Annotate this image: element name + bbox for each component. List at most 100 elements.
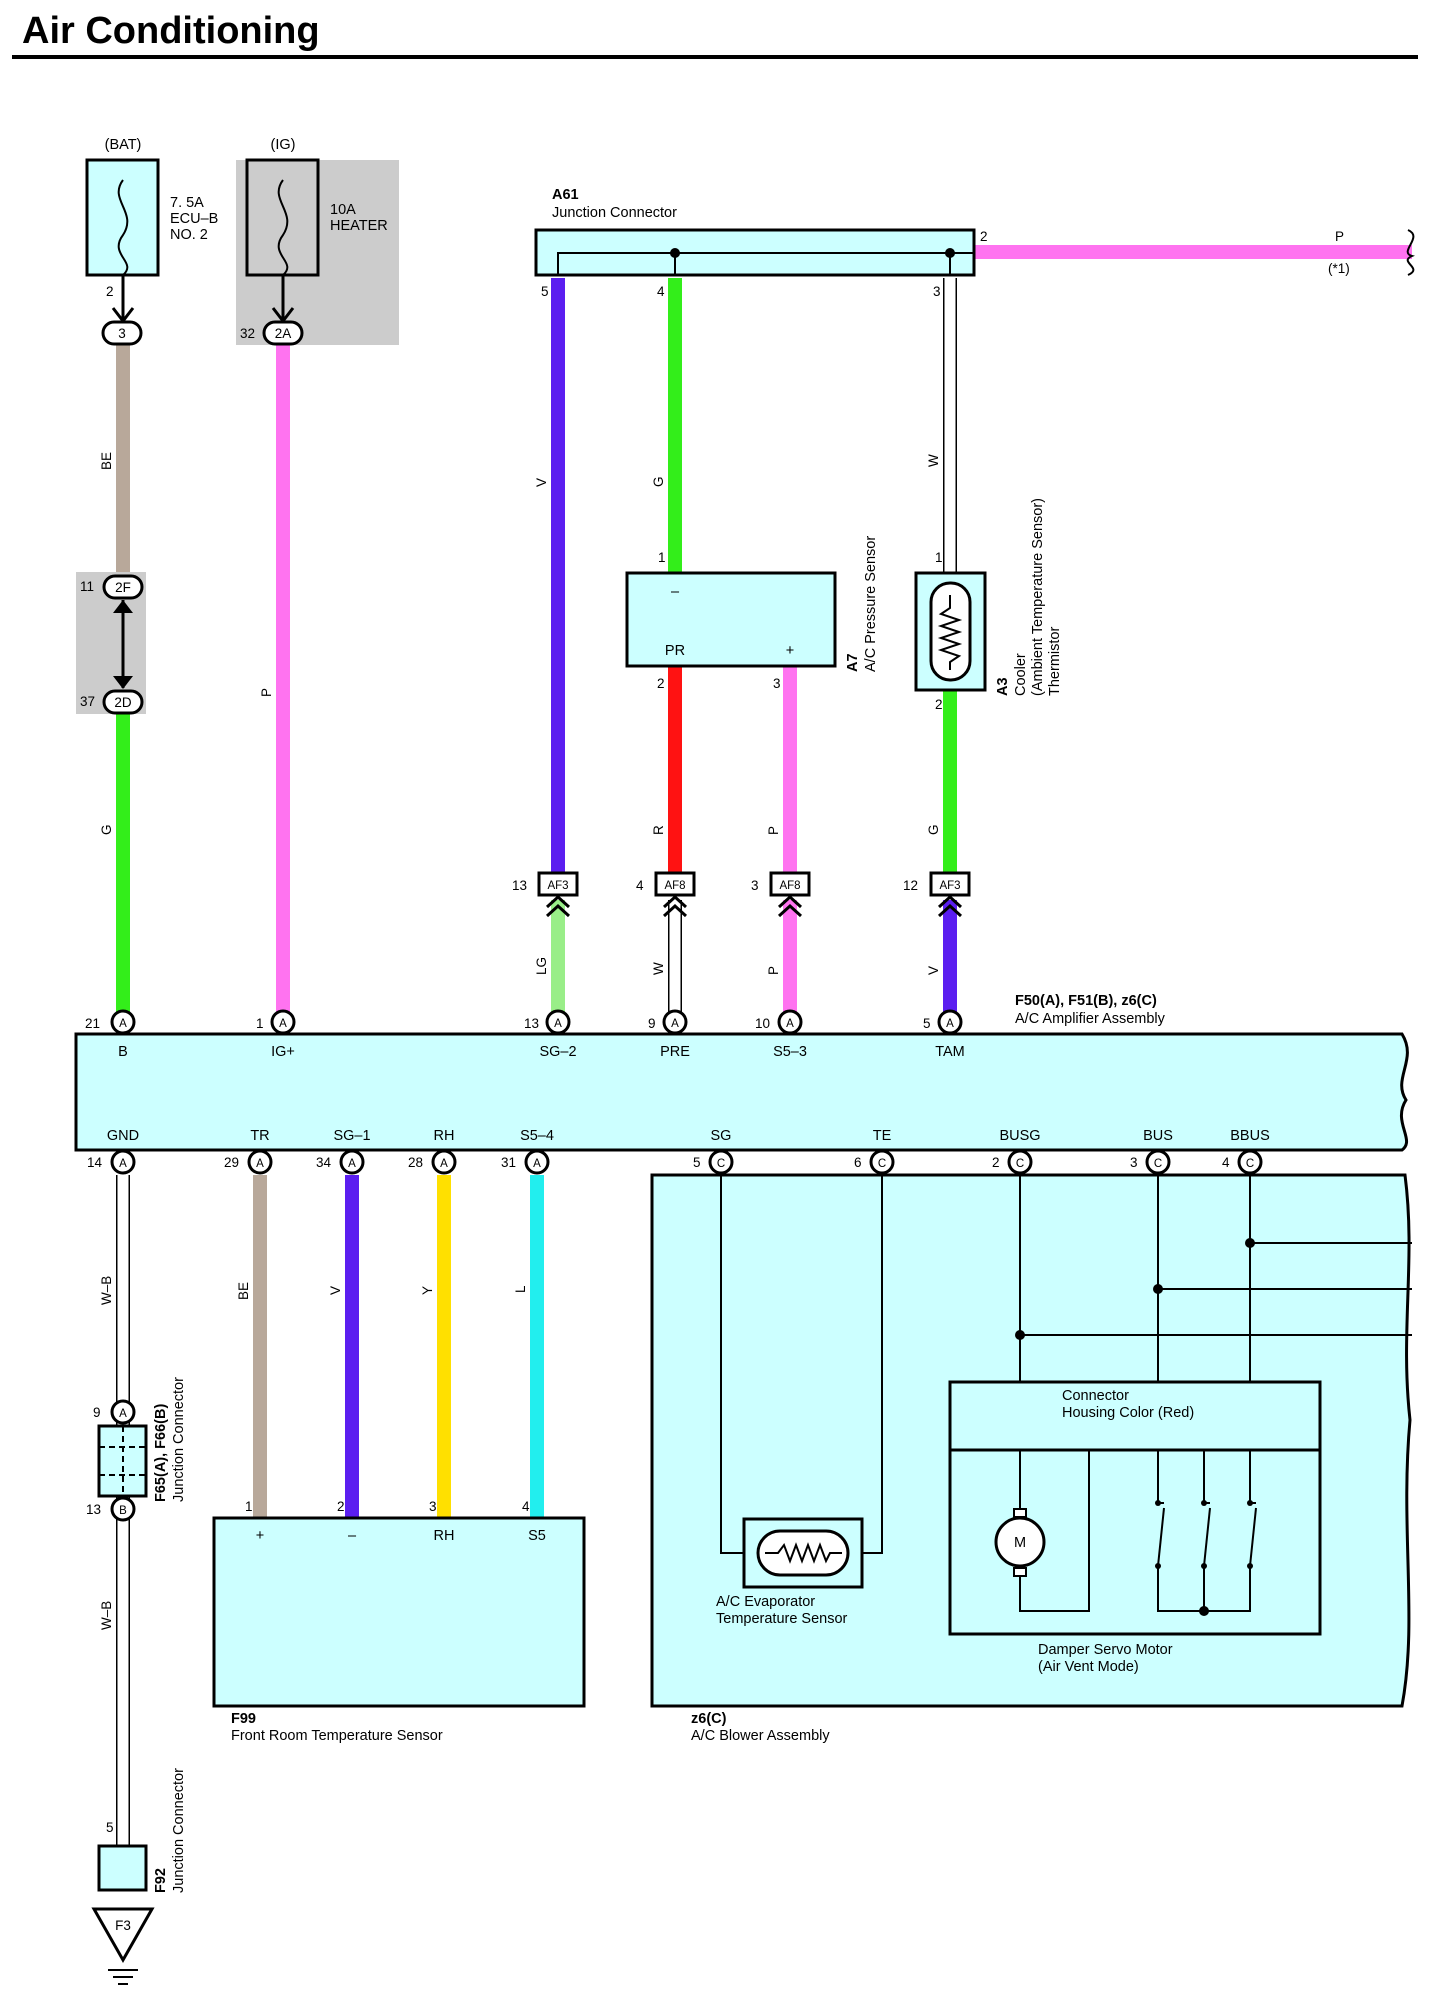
wire-color-label: W bbox=[926, 454, 941, 467]
evaporator-label-2: Temperature Sensor bbox=[716, 1611, 848, 1627]
wire-break-icon bbox=[1406, 229, 1415, 276]
wire-color-label: L bbox=[513, 1285, 528, 1293]
terminal-conn: A bbox=[554, 1018, 562, 1030]
terminal-conn: A bbox=[119, 1158, 127, 1170]
ground-triangle-icon bbox=[91, 1907, 155, 1964]
terminal-conn: C bbox=[1154, 1158, 1162, 1170]
pressure-sensor-pin: 3 bbox=[773, 676, 781, 691]
terminal-conn: C bbox=[717, 1158, 725, 1170]
inline-connector: 4 AF8 bbox=[636, 871, 696, 918]
terminal-pin: 29 bbox=[224, 1155, 239, 1170]
a61-splice-dot bbox=[945, 248, 955, 258]
a61-bus bbox=[557, 252, 974, 275]
f65-pin-b: 13 bbox=[86, 1502, 101, 1517]
wire-color-label: W–B bbox=[99, 1276, 114, 1305]
terminal-label: BBUS bbox=[1230, 1128, 1270, 1144]
terminal: 21 A B bbox=[85, 1009, 136, 1060]
wire-color-label: G bbox=[926, 824, 941, 835]
motor-symbol: M bbox=[1014, 1535, 1026, 1551]
room-sensor-code: F99 bbox=[231, 1711, 256, 1727]
room-sensor-pin: 3 bbox=[429, 1499, 437, 1514]
switch-contact-dot bbox=[1155, 1500, 1161, 1506]
motor-shaft-bottom bbox=[1013, 1567, 1027, 1577]
terminal-pin: 1 bbox=[256, 1016, 264, 1031]
wire-color-label: G bbox=[651, 476, 666, 487]
servo-label-1: Damper Servo Motor bbox=[1038, 1642, 1173, 1658]
wire-color-label: G bbox=[99, 824, 114, 835]
switch-contact-dot bbox=[1155, 1563, 1161, 1569]
pressure-sensor-pin: 1 bbox=[658, 550, 666, 565]
terminal-conn: A bbox=[440, 1158, 448, 1170]
terminal-label: BUS bbox=[1143, 1128, 1173, 1144]
ig-fuse-pin: 32 bbox=[240, 326, 255, 341]
pressure-sensor-box bbox=[625, 571, 837, 668]
terminal-pin: 5 bbox=[923, 1016, 931, 1031]
terminal-pin: 10 bbox=[755, 1016, 770, 1031]
wire-color-label: LG bbox=[534, 957, 549, 975]
a61-pin: 5 bbox=[541, 284, 549, 299]
wire-color-label: V bbox=[534, 478, 549, 487]
room-sensor-terminal: S5 bbox=[528, 1528, 546, 1544]
terminal: BBUS 4 C bbox=[1222, 1128, 1270, 1175]
ground-label: F3 bbox=[115, 1918, 131, 1933]
switch-contact-dot bbox=[1247, 1500, 1253, 1506]
ig-fuse-icon bbox=[277, 179, 289, 276]
f92-junction-box bbox=[97, 1844, 148, 1892]
inline-connector-code: AF8 bbox=[664, 880, 685, 892]
terminal-conn: A bbox=[348, 1158, 356, 1170]
terminal-pin: 34 bbox=[316, 1155, 332, 1170]
blower-name: A/C Blower Assembly bbox=[691, 1728, 830, 1744]
thermistor-code: A3 bbox=[995, 677, 1011, 696]
page-title: Air Conditioning bbox=[22, 10, 320, 52]
splice-bottom-connector bbox=[102, 689, 144, 715]
servo-splice-dot bbox=[1199, 1606, 1209, 1616]
room-sensor-pin: 1 bbox=[245, 1499, 253, 1514]
wire-labels: BE G P V G W R P G LG W P V W–B W–B BE V… bbox=[99, 452, 941, 1630]
switch-contact-dot bbox=[1201, 1563, 1207, 1569]
pressure-sensor-terminal: – bbox=[671, 584, 680, 600]
f65-name: Junction Connector bbox=[171, 1377, 187, 1502]
ground-point: F3 bbox=[91, 1907, 155, 1985]
a61-code: A61 bbox=[552, 187, 579, 203]
terminal: SG 5 C bbox=[693, 1128, 734, 1175]
chevron-icon bbox=[545, 894, 571, 918]
terminal-pin: 14 bbox=[87, 1155, 103, 1170]
ig-connector-code: 2A bbox=[275, 326, 292, 341]
ig-connector bbox=[262, 320, 304, 346]
terminal-conn: C bbox=[1246, 1158, 1254, 1170]
terminal-label: SG–2 bbox=[539, 1044, 576, 1060]
terminal-pin: 9 bbox=[648, 1016, 656, 1031]
evaporator-sensor-capsule bbox=[756, 1529, 850, 1577]
splice-top-code: 2F bbox=[115, 580, 131, 595]
terminal: 5 A TAM bbox=[923, 1009, 965, 1060]
terminal-conn: C bbox=[878, 1158, 886, 1170]
thermistor-line-3: Thermistor bbox=[1047, 627, 1063, 696]
terminal-label: PRE bbox=[660, 1044, 690, 1060]
ig-fuse-name: HEATER bbox=[330, 218, 388, 234]
splice-arrow-down-icon bbox=[113, 676, 133, 689]
room-sensor-terminal: + bbox=[256, 1528, 264, 1544]
amplifier-name: A/C Amplifier Assembly bbox=[1015, 1011, 1166, 1027]
terminal-label: TR bbox=[250, 1128, 269, 1144]
pressure-sensor-name: A/C Pressure Sensor bbox=[863, 536, 879, 672]
room-sensor-pin: 4 bbox=[522, 1499, 530, 1514]
servo-connector-label-1: Connector bbox=[1062, 1388, 1129, 1404]
inline-connector-code: AF8 bbox=[779, 880, 800, 892]
terminal: TR 29 A bbox=[224, 1128, 273, 1175]
terminal-pin: 21 bbox=[85, 1016, 100, 1031]
splice-top-pin: 11 bbox=[80, 579, 94, 594]
blower-internal-wiring bbox=[720, 1175, 1412, 1554]
inline-connector: 3 AF8 bbox=[751, 871, 811, 918]
wire-color-label: V bbox=[926, 966, 941, 975]
terminal: RH 28 A bbox=[408, 1128, 457, 1175]
bat-fuse-rating: 7. 5A bbox=[170, 195, 204, 211]
bat-fuse-name-2: NO. 2 bbox=[170, 227, 208, 243]
bat-fuse-name-1: ECU–B bbox=[170, 211, 218, 227]
room-sensor-pin: 2 bbox=[337, 1499, 345, 1514]
a61-pin: 4 bbox=[657, 284, 665, 299]
inline-connector-code: AF3 bbox=[547, 880, 568, 892]
terminal: S5–4 31 A bbox=[501, 1128, 554, 1175]
terminal-label: SG–1 bbox=[333, 1128, 370, 1144]
terminal-label: SG bbox=[711, 1128, 732, 1144]
